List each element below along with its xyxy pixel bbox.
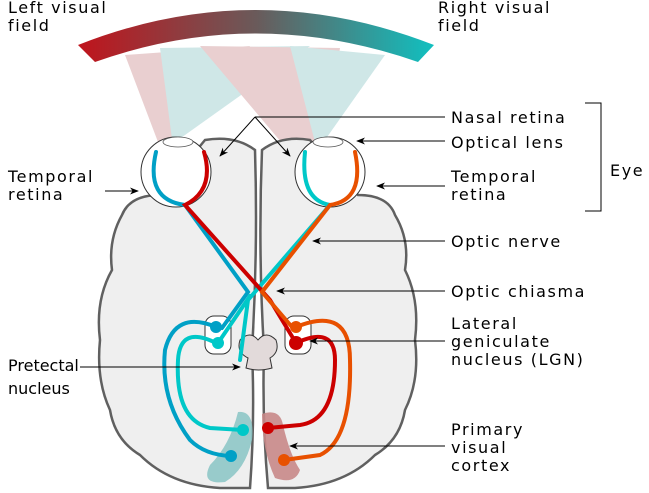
left-blue-radiation xyxy=(162,320,233,458)
right-temporal-path xyxy=(259,150,360,329)
left-optical-lens xyxy=(162,136,194,148)
left-cyan-radiation xyxy=(175,334,245,432)
visual-field-arc xyxy=(78,10,434,62)
pretectal-nucleus-shape xyxy=(238,334,278,371)
right-optical-lens xyxy=(312,136,344,148)
eye-label: Eye xyxy=(610,161,644,180)
optic-nerve-label: Optic nerve xyxy=(451,232,562,251)
left-eye xyxy=(140,136,212,208)
left-nasal-path xyxy=(181,150,298,345)
right-red-radiation xyxy=(266,334,338,430)
nasal-retina-label: Nasal retina xyxy=(451,108,566,127)
optic-chiasma-label: Optic chiasma xyxy=(451,282,586,301)
optical-lens-label: Optical lens xyxy=(451,133,565,152)
nucleus-dots xyxy=(210,321,303,466)
label-arrows xyxy=(80,102,602,450)
